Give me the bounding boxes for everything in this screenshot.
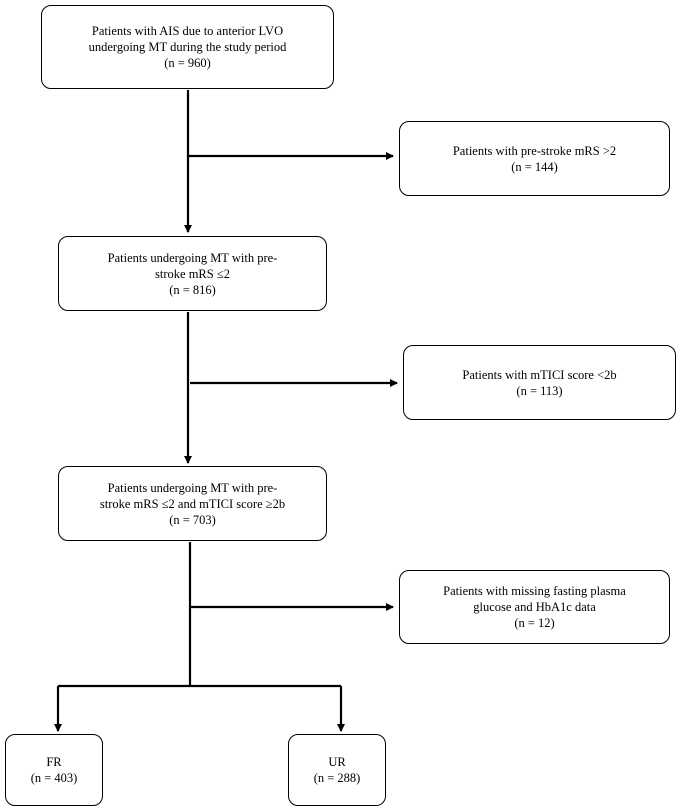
excl-mtici-count: (n = 113): [516, 383, 563, 398]
after-mtici-count: (n = 703): [169, 512, 216, 527]
after-mrs-count: (n = 816): [169, 282, 216, 297]
after-mtici-line-1: Patients undergoing MT with pre-: [107, 480, 278, 495]
initial-line-1: Patients with AIS due to anterior LVO: [91, 24, 284, 38]
excl-missing-line-1: Patients with missing fasting plasma: [443, 584, 626, 598]
ur-count: (n = 288): [313, 771, 361, 785]
box-initial-cohort: Patients with AIS due to anterior LVO un…: [41, 5, 334, 89]
excl-mrs-line-1: Patients with pre-stroke mRS >2: [452, 143, 617, 158]
after-mrs-line-1: Patients undergoing MT with pre-: [107, 250, 278, 265]
initial-count: (n = 960): [164, 56, 211, 70]
fr-label: FR: [46, 755, 62, 769]
box-exclusion-mtici: Patients with mTICI score <2b (n = 113): [403, 345, 676, 420]
box-exclusion-missing: Patients with missing fasting plasma glu…: [399, 570, 670, 644]
after-mrs-line-2: stroke mRS ≤2: [155, 266, 230, 281]
initial-line-2: undergoing MT during the study period: [88, 40, 287, 54]
excl-mrs-count: (n = 144): [511, 159, 558, 174]
ur-label: UR: [328, 755, 346, 769]
box-exclusion-mrs: Patients with pre-stroke mRS >2 (n = 144…: [399, 121, 670, 196]
box-fr-group: FR (n = 403): [5, 734, 103, 806]
excl-missing-line-2: glucose and HbA1c data: [473, 600, 596, 614]
box-after-mtici: Patients undergoing MT with pre- stroke …: [58, 466, 327, 541]
excl-mtici-line-1: Patients with mTICI score <2b: [462, 367, 617, 382]
fr-count: (n = 403): [30, 771, 78, 785]
box-after-mrs: Patients undergoing MT with pre- stroke …: [58, 236, 327, 311]
after-mtici-line-2: stroke mRS ≤2 and mTICI score ≥2b: [99, 496, 286, 511]
excl-missing-count: (n = 12): [514, 616, 555, 630]
box-ur-group: UR (n = 288): [288, 734, 386, 806]
